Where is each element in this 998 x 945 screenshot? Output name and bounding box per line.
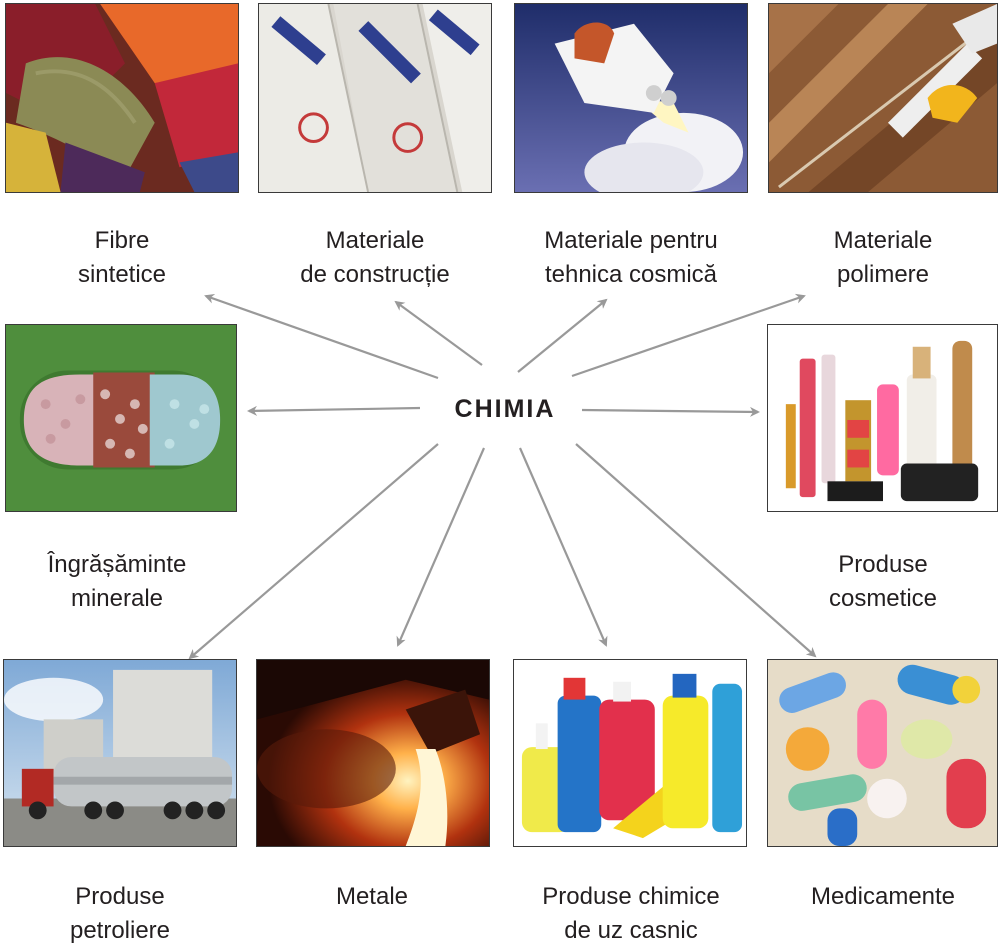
label-cosmetics: Produse cosmetice: [783, 548, 983, 616]
label-space-line-2: tehnica cosmică: [544, 261, 718, 288]
label-fibers-line-2: sintetice: [77, 261, 167, 288]
center-label: CHIMIA: [454, 395, 556, 423]
label-metals-line-1: Metale: [335, 883, 409, 910]
label-polymers-line-2: polimere: [836, 261, 930, 288]
label-petroleum-line-2: petroliere: [69, 917, 171, 944]
label-household-line-2: de uz casnic: [564, 917, 698, 944]
label-cosmetics-line-1: Produse: [838, 551, 928, 578]
label-construction-line-2: de construcție: [300, 261, 450, 288]
fuel-tanker-truck-photo: [3, 659, 237, 847]
label-fertilizers-line-1: Îngrășăminte: [47, 551, 187, 578]
label-petroleum-line-1: Produse: [75, 883, 165, 910]
label-fibers-line-1: Fibre: [94, 227, 150, 254]
label-polymers: Materiale polimere: [783, 224, 983, 292]
arrow-to-construction: [394, 300, 483, 366]
label-construction: Materiale de construcție: [265, 224, 485, 292]
label-medicines: Medicamente: [783, 880, 983, 914]
arrow-to-cosmetics: [581, 406, 760, 417]
synthetic-fibers-photo: [5, 3, 239, 193]
label-space-line-1: Materiale pentru: [544, 227, 718, 254]
mineral-fertilizer-granules-photo: [5, 324, 237, 512]
label-medicines-line-1: Medicamente: [810, 883, 956, 910]
construction-cement-bags-photo: [258, 3, 492, 193]
label-fertilizers: Îngrășăminte minerale: [12, 548, 222, 616]
label-fertilizers-line-2: minerale: [70, 585, 164, 612]
label-cosmetics-line-2: cosmetice: [828, 585, 938, 612]
medicine-pills-photo: [767, 659, 998, 847]
arrow-to-metals: [396, 447, 486, 647]
sealant-gun-wood-floor-photo: [768, 3, 998, 193]
label-metals: Metale: [272, 880, 472, 914]
arrow-to-fibers: [204, 293, 439, 380]
label-space: Materiale pentru tehnica cosmică: [516, 224, 746, 292]
label-fibers: Fibre sintetice: [22, 224, 222, 292]
label-household-line-1: Produse chimice: [542, 883, 720, 910]
molten-metal-pouring-photo: [256, 659, 490, 847]
label-petroleum: Produse petroliere: [20, 880, 220, 945]
space-shuttle-launch-photo: [514, 3, 748, 193]
cosmetics-products-photo: [767, 324, 998, 512]
arrow-to-fertilizers: [247, 405, 421, 416]
label-construction-line-1: Materiale: [325, 227, 425, 254]
arrow-to-space: [517, 298, 608, 373]
arrow-to-household: [518, 447, 608, 647]
household-chemicals-bottles-photo: [513, 659, 747, 847]
label-polymers-line-1: Materiale: [833, 227, 933, 254]
label-household: Produse chimice de uz casnic: [516, 880, 746, 945]
